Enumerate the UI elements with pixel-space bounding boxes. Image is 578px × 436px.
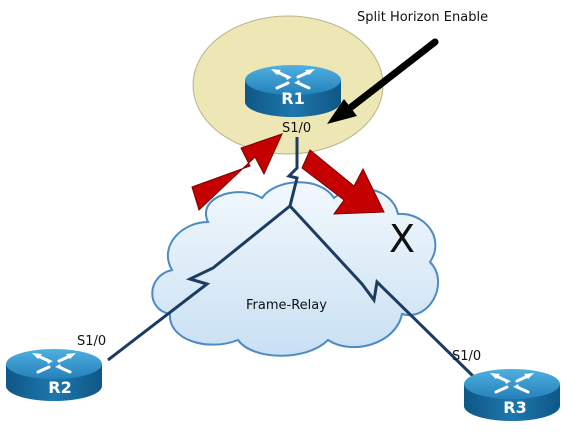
link-r1-hub — [286, 137, 299, 207]
r3-interface-label: S1/0 — [452, 349, 481, 364]
link-hub-r3 — [288, 204, 477, 380]
link-hub-r2 — [107, 204, 291, 362]
r1-interface-label: S1/0 — [282, 121, 311, 136]
frame-relay-cloud — [151, 181, 440, 357]
router-r2-label: R2 — [48, 378, 71, 397]
cloud-label: Frame-Relay — [246, 298, 327, 313]
pointer-arrow-head — [327, 99, 357, 124]
blocked-update-arrow — [301, 149, 385, 215]
incoming-update-arrow — [191, 133, 283, 211]
router-r3-label: R3 — [503, 398, 526, 417]
router-r1-label: R1 — [281, 89, 304, 108]
pointer-arrow-shaft — [346, 38, 439, 112]
split-horizon-annotation: Split Horizon Enable — [357, 10, 488, 25]
r2-interface-label: S1/0 — [77, 334, 106, 349]
blocked-x-marker: X — [389, 217, 415, 261]
